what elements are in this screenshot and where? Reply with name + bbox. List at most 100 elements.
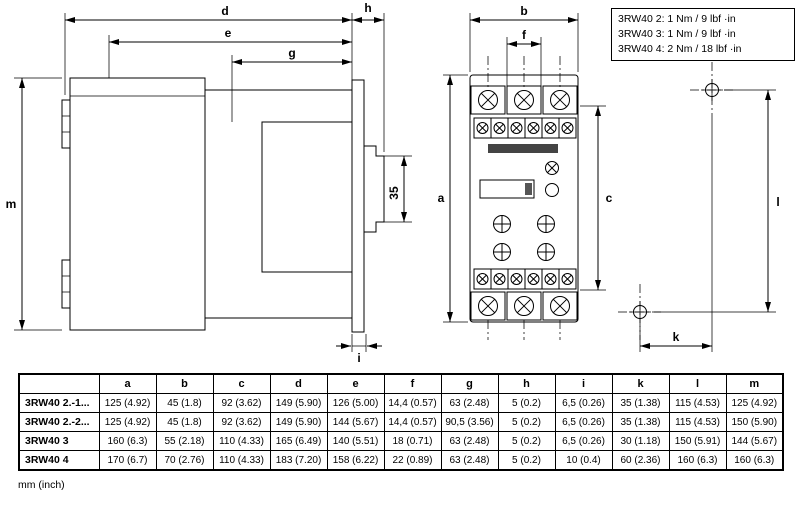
dim-value-cell: 60 (2.36) <box>611 450 670 471</box>
dim-label-a: a <box>438 191 445 205</box>
table-header-i: i <box>554 373 613 394</box>
terminal-screw-icon <box>542 85 578 115</box>
dim-value-cell: 115 (4.53) <box>668 412 727 432</box>
table-header-h: h <box>497 373 556 394</box>
dim-value-cell: 165 (6.49) <box>269 431 328 451</box>
mounting-hole-pattern <box>618 62 776 352</box>
front-view-dim-labels: b f a c l k <box>438 4 780 344</box>
dim-value-cell: 22 (0.89) <box>383 450 442 471</box>
dim-value-cell: 160 (6.3) <box>725 450 784 471</box>
dim-value-cell: 10 (0.4) <box>554 450 613 471</box>
dim-label-k: k <box>673 330 680 344</box>
potentiometer-icon <box>537 215 555 233</box>
side-view-dimension-lines <box>14 13 412 352</box>
dim-label-f: f <box>522 28 527 42</box>
dim-value-cell: 90,5 (3.56) <box>440 412 499 432</box>
potentiometer-icon <box>493 243 511 261</box>
front-view-drawing: b f a c l k <box>438 4 780 352</box>
dim-label-g: g <box>288 46 295 60</box>
terminal-screw-icon <box>506 85 542 115</box>
table-row: 3RW40 2.-2...125 (4.92)45 (1.8)92 (3.62)… <box>18 412 784 432</box>
dim-value-cell: 35 (1.38) <box>611 412 670 432</box>
dim-value-cell: 158 (6.22) <box>326 450 385 471</box>
dim-value-cell: 160 (6.3) <box>98 431 157 451</box>
units-footnote: mm (inch) <box>18 479 65 491</box>
dim-value-cell: 18 (0.71) <box>383 431 442 451</box>
dim-value-cell: 6,5 (0.26) <box>554 431 613 451</box>
table-header-b: b <box>155 373 214 394</box>
dim-label-h: h <box>364 1 371 15</box>
table-header-f: f <box>383 373 442 394</box>
table-header-a: a <box>98 373 157 394</box>
row-label: 3RW40 4 <box>18 450 100 471</box>
dim-value-cell: 150 (5.90) <box>725 412 784 432</box>
dim-value-cell: 63 (2.48) <box>440 431 499 451</box>
terminal-screw-icon <box>470 85 506 115</box>
dim-value-cell: 125 (4.92) <box>725 393 784 413</box>
row-label: 3RW40 2.-1... <box>18 393 100 413</box>
dim-value-cell: 92 (3.62) <box>212 412 271 432</box>
dim-value-cell: 55 (2.18) <box>155 431 214 451</box>
dim-label-m: m <box>6 197 17 211</box>
dim-value-cell: 110 (4.33) <box>212 450 271 471</box>
table-row: 3RW40 2.-1...125 (4.92)45 (1.8)92 (3.62)… <box>18 393 784 413</box>
dim-value-cell: 150 (5.91) <box>668 431 727 451</box>
dim-value-cell: 14,4 (0.57) <box>383 412 442 432</box>
dim-value-cell: 170 (6.7) <box>98 450 157 471</box>
dim-value-cell: 45 (1.8) <box>155 412 214 432</box>
torque-note-line: 3RW40 4: 2 Nm / 18 lbf ·in <box>618 43 742 55</box>
dim-value-cell: 63 (2.48) <box>440 450 499 471</box>
dim-value-cell: 6,5 (0.26) <box>554 412 613 432</box>
side-view-dim-labels: d h e g m 35 i <box>6 1 401 365</box>
dim-value-cell: 115 (4.53) <box>668 393 727 413</box>
dim-value-cell: 140 (5.51) <box>326 431 385 451</box>
dim-value-cell: 144 (5.67) <box>725 431 784 451</box>
dim-value-cell: 5 (0.2) <box>497 431 556 451</box>
dim-label-c: c <box>606 191 613 205</box>
dim-value-cell: 63 (2.48) <box>440 393 499 413</box>
dim-value-cell: 92 (3.62) <box>212 393 271 413</box>
dim-label-l: l <box>776 195 779 209</box>
dim-value-cell: 144 (5.67) <box>326 412 385 432</box>
torque-note-box: 3RW40 2: 1 Nm / 9 lbf ·in 3RW40 3: 1 Nm … <box>611 8 795 61</box>
table-header-c: c <box>212 373 271 394</box>
dim-value-cell: 5 (0.2) <box>497 393 556 413</box>
dim-value-cell: 30 (1.18) <box>611 431 670 451</box>
dim-label-i: i <box>357 351 360 365</box>
dim-label-b: b <box>520 4 527 18</box>
table-header-k: k <box>611 373 670 394</box>
table-header-d: d <box>269 373 328 394</box>
dim-value-cell: 183 (7.20) <box>269 450 328 471</box>
front-view-device <box>469 56 579 340</box>
table-header-e: e <box>326 373 385 394</box>
potentiometer-icon <box>493 215 511 233</box>
table-header-g: g <box>440 373 499 394</box>
brand-label <box>488 144 558 153</box>
dim-value-cell: 125 (4.92) <box>98 393 157 413</box>
potentiometer-icon <box>537 243 555 261</box>
table-header-m: m <box>725 373 784 394</box>
dim-value-cell: 45 (1.8) <box>155 393 214 413</box>
dim-value-cell: 70 (2.76) <box>155 450 214 471</box>
dim-label-d: d <box>221 4 228 18</box>
dim-label-rail-height: 35 <box>387 186 401 200</box>
dim-value-cell: 5 (0.2) <box>497 450 556 471</box>
front-view-dimension-lines <box>443 13 606 323</box>
dim-value-cell: 126 (5.00) <box>326 393 385 413</box>
dim-value-cell: 110 (4.33) <box>212 431 271 451</box>
dim-value-cell: 6,5 (0.26) <box>554 393 613 413</box>
dim-value-cell: 35 (1.38) <box>611 393 670 413</box>
dim-label-e: e <box>225 26 232 40</box>
torque-note-line: 3RW40 2: 1 Nm / 9 lbf ·in <box>618 13 736 25</box>
dim-value-cell: 160 (6.3) <box>668 450 727 471</box>
dim-value-cell: 14,4 (0.57) <box>383 393 442 413</box>
label-window <box>479 179 535 199</box>
dim-value-cell: 149 (5.90) <box>269 393 328 413</box>
din-rail-profile <box>364 145 385 233</box>
side-view-body-outline <box>61 77 385 333</box>
